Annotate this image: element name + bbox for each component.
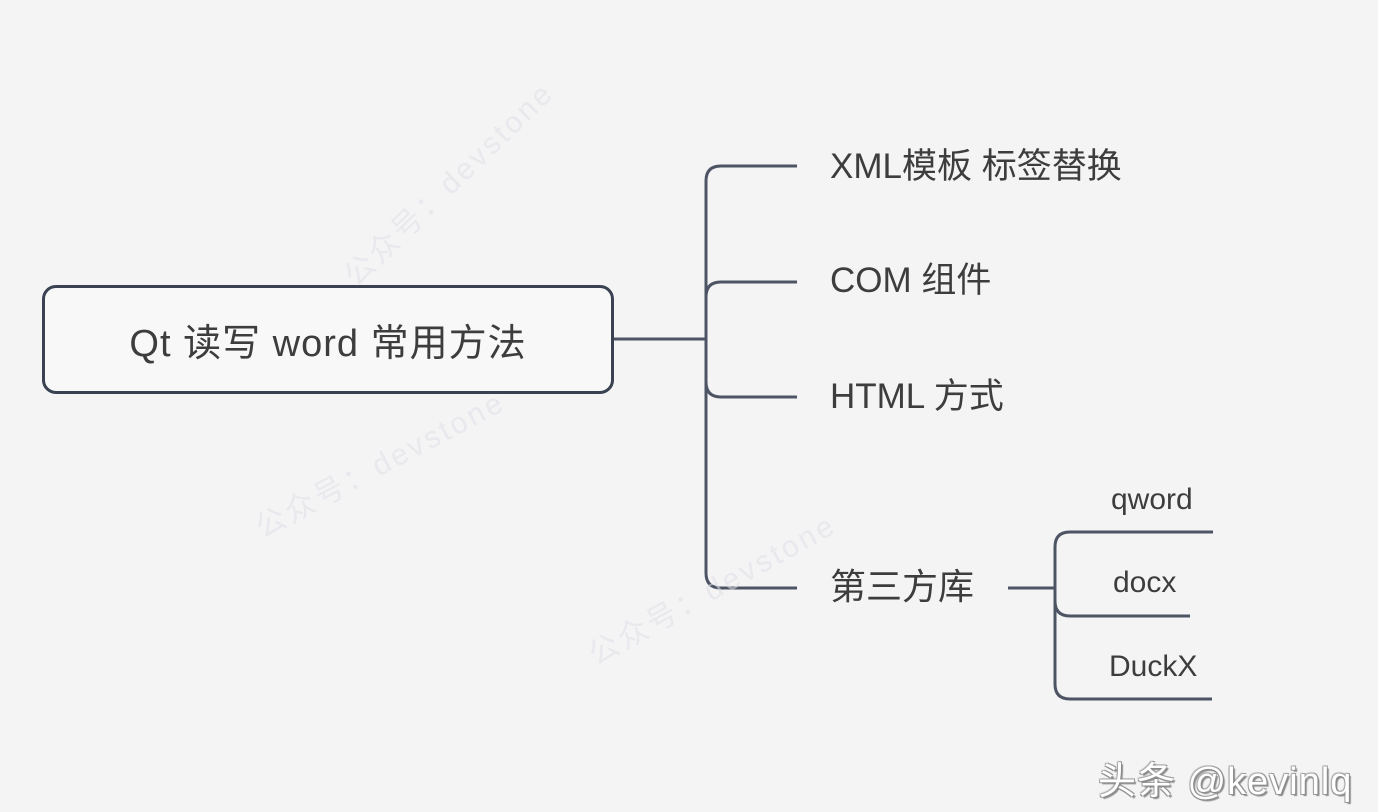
connector-branch-com	[704, 280, 797, 339]
branch-node-thirdparty-lib: 第三方库	[830, 566, 975, 607]
connector-branch-xml	[704, 164, 797, 339]
branch-node-com-component: COM 组件	[830, 261, 992, 300]
leaf-node-qword: qword	[1111, 483, 1193, 516]
connector-branch-html	[704, 339, 797, 399]
leaf-node-docx: docx	[1113, 566, 1177, 599]
connector-sub-duckx	[1053, 588, 1212, 701]
branch-node-xml-template: XML模板 标签替换	[830, 147, 1122, 186]
connector-sub-qword	[1053, 530, 1213, 588]
root-node: Qt 读写 word 常用方法	[42, 285, 614, 394]
leaf-node-duckx: DuckX	[1109, 650, 1198, 683]
branch-node-html-method: HTML 方式	[830, 377, 1004, 416]
root-node-label: Qt 读写 word 常用方法	[129, 323, 527, 365]
credit-watermark: 头条 @kevinlq	[1098, 761, 1353, 803]
connector-branch-thirdparty	[704, 339, 797, 590]
